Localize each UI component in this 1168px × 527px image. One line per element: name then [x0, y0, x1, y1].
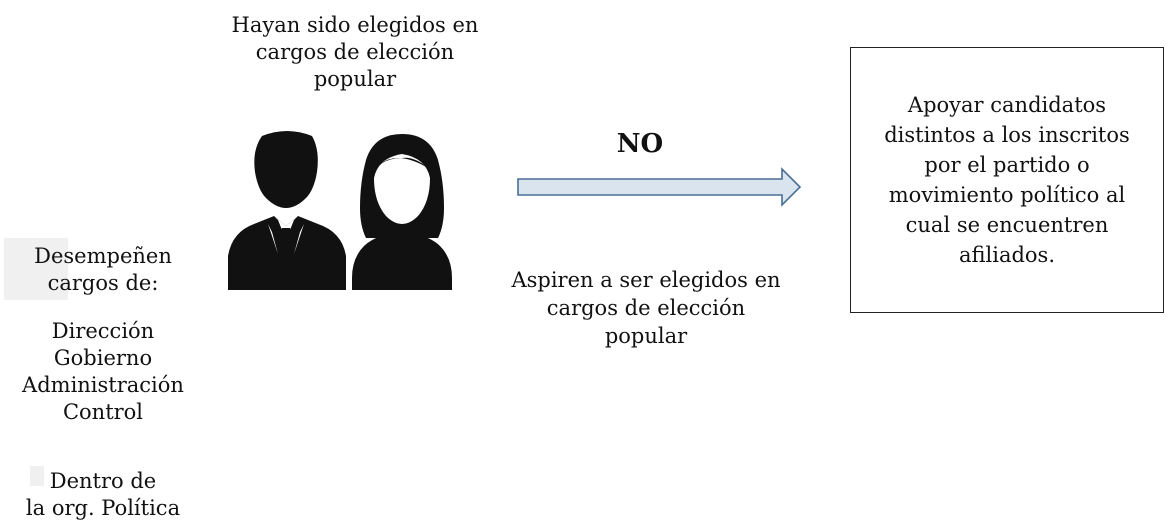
within-organization-note: Dentro de la org. Política — [25, 469, 181, 520]
right-arrow-icon — [516, 167, 804, 213]
aspire-caption: Aspiren a ser elegidos en cargos de elec… — [511, 268, 781, 348]
left-column-shade-bottom — [30, 466, 44, 486]
elected-caption: Hayan sido elegidos en cargos de elecció… — [231, 13, 479, 91]
woman-silhouette-icon — [352, 134, 452, 290]
man-collar-and-tie-icon — [268, 216, 304, 268]
result-box: Apoyar candidatos distintos a los inscri… — [850, 47, 1164, 313]
positions-list: Dirección Gobierno Administración Contro… — [22, 319, 184, 424]
no-label: NO — [616, 129, 664, 159]
positions-heading: Desempeñen cargos de: — [34, 244, 172, 295]
left-column-shade-top — [4, 238, 68, 300]
man-and-woman-silhouette-icon — [224, 128, 454, 300]
result-box-text: Apoyar candidatos distintos a los inscri… — [884, 93, 1130, 267]
